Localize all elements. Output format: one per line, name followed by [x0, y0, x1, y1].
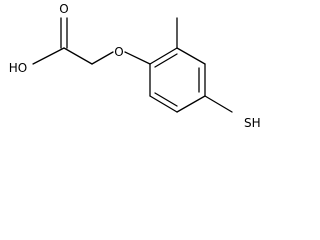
ring-bond-c1-c2-inner: [154, 53, 178, 68]
thiol-label: SH: [244, 116, 261, 130]
ring-bond-c1-c2: [149, 47, 178, 65]
oxygen-ether-label: O: [114, 45, 123, 59]
bond-o-ether-ring: [124, 51, 151, 65]
ring-bond-c5-c6-inner: [154, 92, 178, 107]
chemical-structure-diagram: O HO O SH: [9, 2, 261, 130]
hydroxyl-label: HO: [9, 61, 27, 75]
bond-c1-c2: [63, 47, 93, 65]
ring-bond-c4-c5: [176, 95, 206, 113]
ring-bond-c2-c3: [176, 47, 206, 65]
ring-bond-c5-c6: [149, 95, 178, 113]
bond-c1-hydroxyl: [32, 47, 65, 65]
oxygen-carbonyl-label: O: [59, 2, 68, 16]
bond-thiol: [204, 95, 233, 113]
bond-c2-o-ether: [91, 51, 114, 65]
